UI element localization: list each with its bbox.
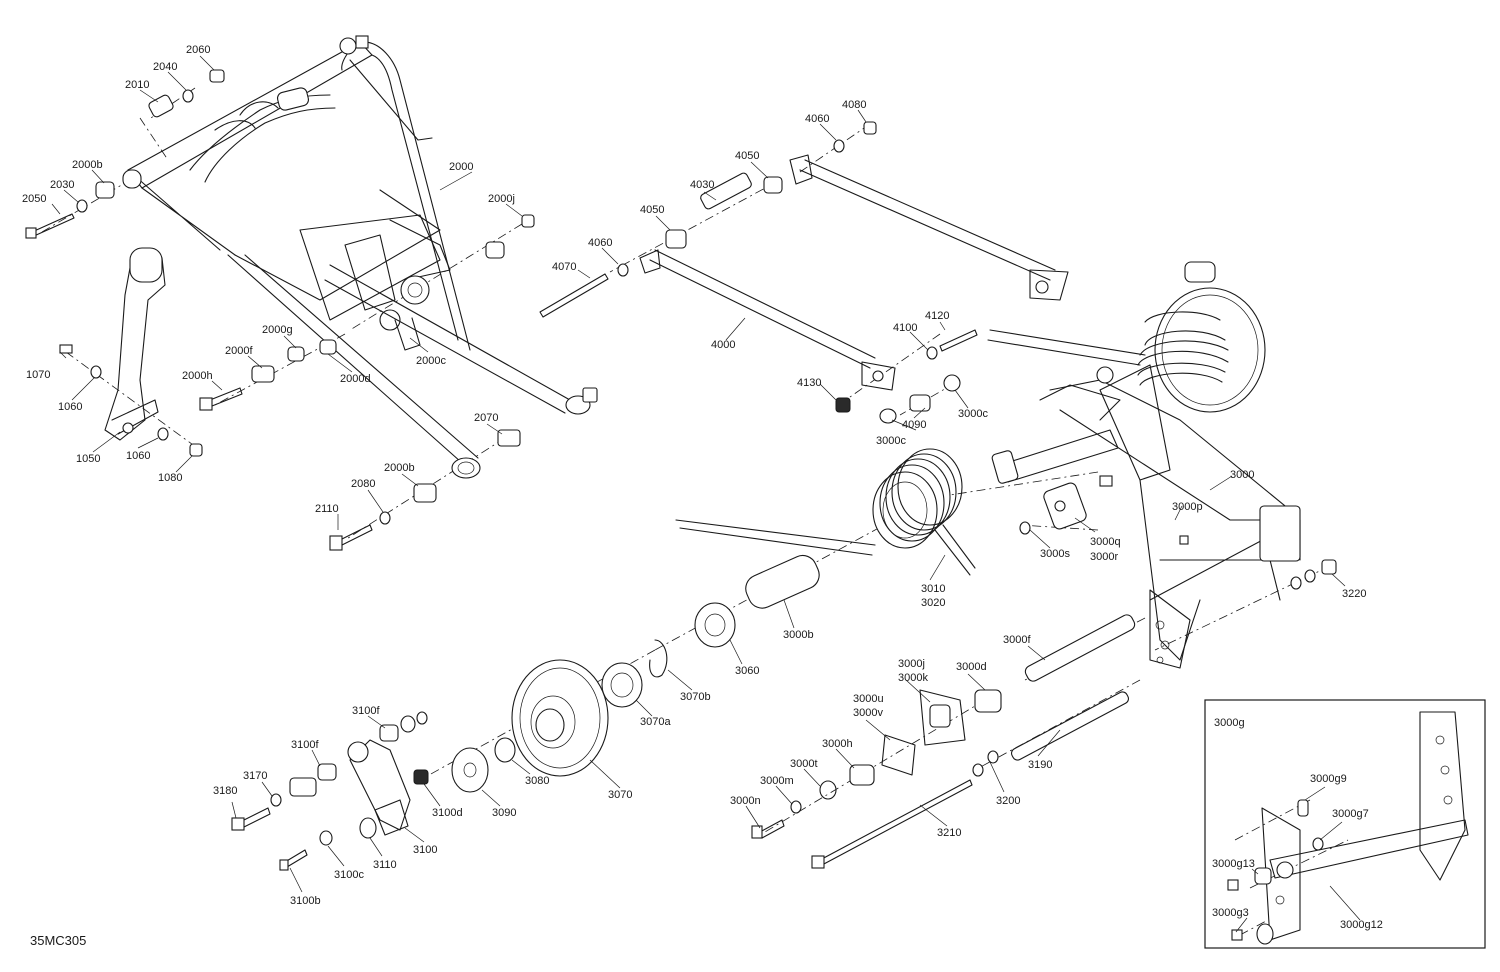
callout-4090: 4090	[902, 419, 926, 431]
callout-2060: 2060	[186, 44, 210, 56]
callout-2080: 2080	[351, 478, 375, 490]
callout-2040: 2040	[153, 61, 177, 73]
shaft-hardware	[451, 554, 820, 793]
callout-2000j: 2000j	[488, 193, 515, 205]
callout-3000q: 3000q	[1090, 536, 1121, 548]
callout-2010: 2010	[125, 79, 149, 91]
callout-3000c: 3000c	[876, 435, 906, 447]
callout-3000n: 3000n	[730, 795, 761, 807]
callout-3000s: 3000s	[1040, 548, 1070, 560]
callout-3000g12: 3000g12	[1340, 919, 1383, 931]
callout-2000: 2000	[449, 161, 473, 173]
callout-3000f: 3000f	[1003, 634, 1031, 646]
rear-bracket-3000	[987, 261, 1337, 669]
callout-2070: 2070	[474, 412, 498, 424]
inset-title: 3000g	[1214, 717, 1245, 729]
callout-3000v: 3000v	[853, 707, 883, 719]
callout-4000: 4000	[711, 339, 735, 351]
callout-3100b: 3100b	[290, 895, 321, 907]
callout-4070: 4070	[552, 261, 576, 273]
callout-2000h: 2000h	[182, 370, 213, 382]
callout-3000g13: 3000g13	[1212, 858, 1255, 870]
callout-3080: 3080	[525, 775, 549, 787]
lower-right-hardware	[751, 614, 1136, 869]
callout-3000b: 3000b	[783, 629, 814, 641]
link-rods-4000	[539, 121, 1069, 424]
callout-3060: 3060	[735, 665, 759, 677]
callout-3000: 3000	[1230, 469, 1254, 481]
callout-3020: 3020	[921, 597, 945, 609]
callout-3000m: 3000m	[760, 775, 794, 787]
callout-3070: 3070	[608, 789, 632, 801]
inset-3000g	[1204, 699, 1486, 949]
callout-2000f: 2000f	[225, 345, 253, 357]
callout-3200: 3200	[996, 795, 1020, 807]
lever-arm-1050	[59, 247, 203, 457]
upper-arm-hardware	[25, 69, 535, 551]
callout-3100d: 3100d	[432, 807, 463, 819]
callout-3070a: 3070a	[640, 716, 671, 728]
callout-2000b: 2000b	[72, 159, 103, 171]
callout-4060: 4060	[805, 113, 829, 125]
callout-4120: 4120	[925, 310, 949, 322]
callout-1050: 1050	[76, 453, 100, 465]
callout-3100f: 3100f	[291, 739, 319, 751]
callout-3000g7: 3000g7	[1332, 808, 1369, 820]
callout-1070: 1070	[26, 369, 50, 381]
callout-3100f: 3100f	[352, 705, 380, 717]
callout-4030: 4030	[690, 179, 714, 191]
callout-3000g9: 3000g9	[1310, 773, 1347, 785]
callout-2000d: 2000d	[340, 373, 371, 385]
callout-2000b: 2000b	[384, 462, 415, 474]
callout-3190: 3190	[1028, 759, 1052, 771]
callout-3100: 3100	[413, 844, 437, 856]
callout-3090: 3090	[492, 807, 516, 819]
callout-4050: 4050	[640, 204, 664, 216]
callout-3000g3: 3000g3	[1212, 907, 1249, 919]
callout-3000p: 3000p	[1172, 501, 1203, 513]
callout-3000u: 3000u	[853, 693, 884, 705]
callout-2000g: 2000g	[262, 324, 293, 336]
callout-1080: 1080	[158, 472, 182, 484]
callout-3170: 3170	[243, 770, 267, 782]
center-lines	[41, 87, 1349, 936]
callout-3180: 3180	[213, 785, 237, 797]
callout-3070b: 3070b	[680, 691, 711, 703]
callout-3000h: 3000h	[822, 738, 853, 750]
callout-3000d: 3000d	[956, 661, 987, 673]
callout-3000r: 3000r	[1090, 551, 1118, 563]
callout-3000c: 3000c	[958, 408, 988, 420]
callout-4130: 4130	[797, 377, 821, 389]
callout-labels: 2060 2040 2010 2000b 2030 2050 2000 2000…	[22, 44, 1383, 948]
callout-3220: 3220	[1342, 588, 1366, 600]
callout-2030: 2030	[50, 179, 74, 191]
upper-swing-arm-2000	[122, 35, 598, 479]
callout-leaders	[51, 55, 1361, 933]
diagram-code: 35MC305	[30, 933, 86, 948]
callout-4060: 4060	[588, 237, 612, 249]
callout-3000t: 3000t	[790, 758, 818, 770]
callout-4080: 4080	[842, 99, 866, 111]
callout-3210: 3210	[937, 827, 961, 839]
callout-3110: 3110	[373, 859, 397, 871]
callout-3100c: 3100c	[334, 869, 364, 881]
callout-1060: 1060	[58, 401, 82, 413]
callout-3000k: 3000k	[898, 672, 928, 684]
callout-2000c: 2000c	[416, 355, 446, 367]
callout-4100: 4100	[893, 322, 917, 334]
bell-crank-3100	[231, 711, 429, 871]
callout-3010: 3010	[921, 583, 945, 595]
torsion-spring-3010	[675, 448, 976, 576]
callout-1060: 1060	[126, 450, 150, 462]
callout-4050: 4050	[735, 150, 759, 162]
callout-3000j: 3000j	[898, 658, 925, 670]
callout-2050: 2050	[22, 193, 46, 205]
callout-2110: 2110	[315, 503, 339, 515]
